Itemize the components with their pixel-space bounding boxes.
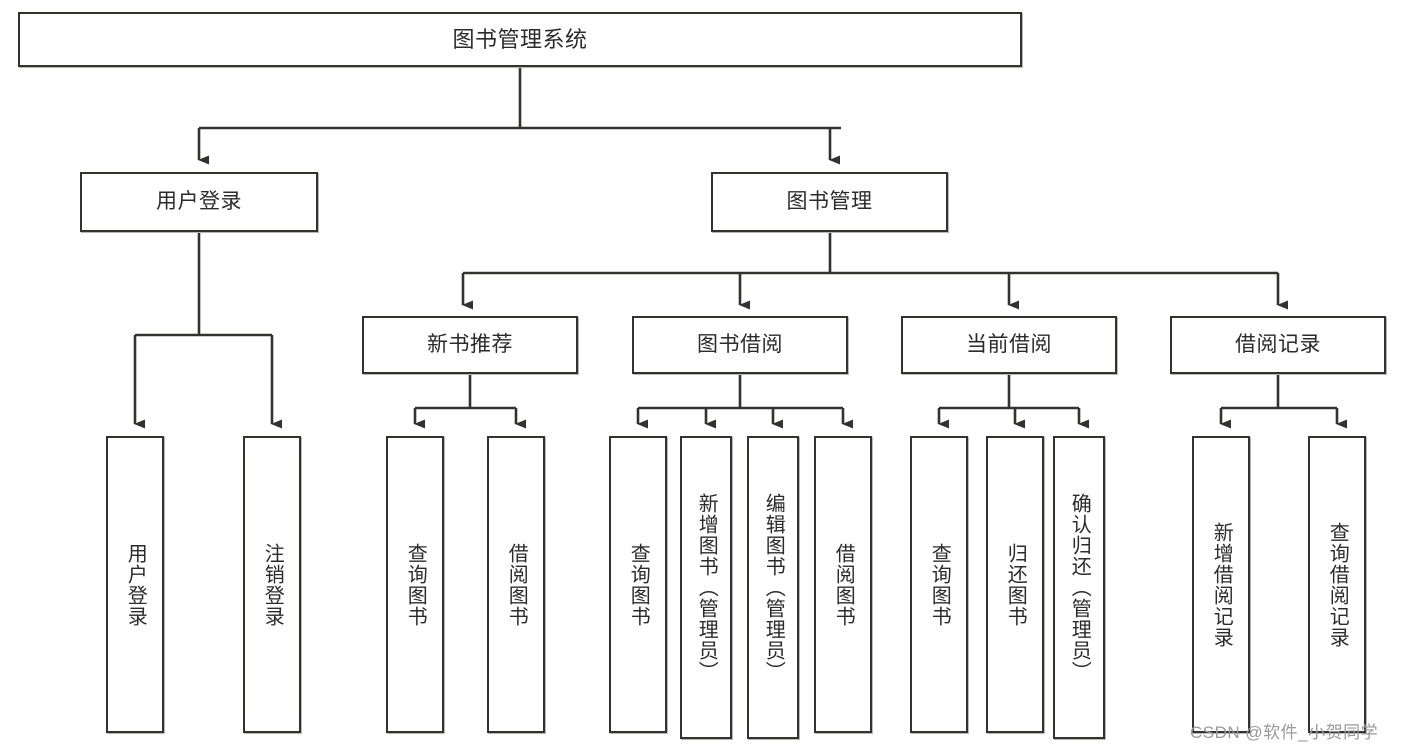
node-book-manage[interactable]: 图书管理 [711, 172, 948, 232]
node-leaf-add-borrow-record[interactable]: 新增借阅记录 [1192, 436, 1250, 733]
node-borrow-record[interactable]: 借阅记录 [1170, 316, 1386, 374]
node-leaf-edit-book-admin-label: 编辑图书（管理员） [762, 493, 785, 682]
node-borrow-record-label: 借阅记录 [1235, 332, 1321, 356]
node-leaf-confirm-return-admin[interactable]: 确认归还（管理员） [1053, 436, 1105, 739]
node-user-login-label: 用户登录 [156, 189, 242, 213]
node-new-book-recommend-label: 新书推荐 [427, 332, 513, 356]
node-current-borrow[interactable]: 当前借阅 [901, 316, 1117, 374]
node-new-book-recommend[interactable]: 新书推荐 [362, 316, 578, 374]
node-leaf-query-borrow-record-label: 查询借阅记录 [1326, 521, 1349, 648]
node-leaf-user-login[interactable]: 用户登录 [106, 436, 164, 733]
node-leaf-add-borrow-record-label: 新增借阅记录 [1210, 521, 1233, 648]
node-leaf-user-login-label: 用户登录 [124, 542, 147, 627]
node-root[interactable]: 图书管理系统 [18, 12, 1022, 67]
node-leaf-query-book-1[interactable]: 查询图书 [386, 436, 444, 733]
node-leaf-user-logout-label: 注销登录 [261, 542, 284, 627]
node-leaf-confirm-return-admin-label: 确认归还（管理员） [1068, 493, 1091, 682]
node-leaf-return-book-label: 归还图书 [1004, 542, 1027, 627]
node-leaf-query-book-2-label: 查询图书 [627, 542, 650, 627]
node-book-manage-label: 图书管理 [786, 189, 873, 213]
node-leaf-return-book[interactable]: 归还图书 [986, 436, 1044, 733]
node-root-label: 图书管理系统 [452, 26, 588, 52]
node-leaf-edit-book-admin[interactable]: 编辑图书（管理员） [747, 436, 799, 739]
node-book-borrow[interactable]: 图书借阅 [632, 316, 848, 374]
node-leaf-query-book-2[interactable]: 查询图书 [609, 436, 667, 733]
node-leaf-query-book-1-label: 查询图书 [404, 542, 427, 627]
node-leaf-borrow-book-2[interactable]: 借阅图书 [814, 436, 872, 733]
node-leaf-query-book-3[interactable]: 查询图书 [910, 436, 968, 733]
csdn-watermark: CSDN @软件_小贺同学 [1190, 723, 1379, 742]
node-current-borrow-label: 当前借阅 [966, 332, 1052, 356]
node-leaf-add-book-admin-label: 新增图书（管理员） [695, 493, 718, 682]
node-book-borrow-label: 图书借阅 [697, 332, 783, 356]
node-leaf-user-logout[interactable]: 注销登录 [243, 436, 301, 733]
node-leaf-borrow-book-1-label: 借阅图书 [505, 542, 528, 627]
node-user-login[interactable]: 用户登录 [80, 172, 318, 232]
node-leaf-query-borrow-record[interactable]: 查询借阅记录 [1308, 436, 1366, 733]
node-leaf-query-book-3-label: 查询图书 [928, 542, 951, 627]
node-leaf-add-book-admin[interactable]: 新增图书（管理员） [680, 436, 732, 739]
node-leaf-borrow-book-2-label: 借阅图书 [832, 542, 855, 627]
node-leaf-borrow-book-1[interactable]: 借阅图书 [487, 436, 545, 733]
